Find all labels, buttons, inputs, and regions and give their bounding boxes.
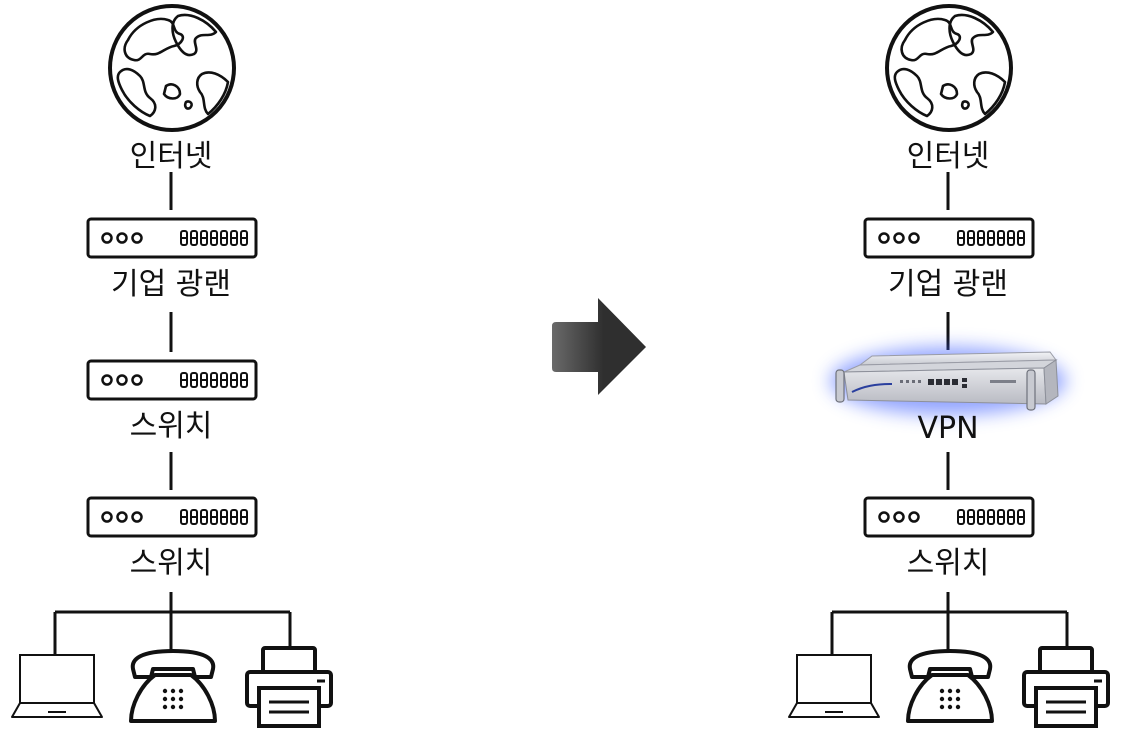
label-switch: 스위치 xyxy=(906,546,990,581)
router-icon xyxy=(86,217,258,259)
router-icon xyxy=(86,359,258,401)
router-icon xyxy=(863,496,1035,538)
label-internet: 인터넷 xyxy=(129,139,213,174)
vpn-appliance-icon xyxy=(830,347,1066,415)
printer-icon xyxy=(1022,646,1110,728)
label-vpn: VPN xyxy=(917,411,979,446)
router-icon xyxy=(86,496,258,538)
label-switch: 스위치 xyxy=(129,546,213,581)
label-enterprise-fiber: 기업 광랜 xyxy=(111,267,231,302)
globe-icon xyxy=(885,4,1013,132)
telephone-icon xyxy=(906,649,994,723)
globe-icon xyxy=(108,4,236,132)
left-column xyxy=(53,172,292,655)
link-switch-devices xyxy=(830,592,1069,655)
laptop-icon xyxy=(11,654,103,718)
laptop-icon xyxy=(788,654,880,718)
label-internet: 인터넷 xyxy=(906,139,990,174)
router-icon xyxy=(863,217,1035,259)
right-column xyxy=(830,172,1069,655)
telephone-icon xyxy=(129,649,217,723)
label-switch: 스위치 xyxy=(129,409,213,444)
label-enterprise-fiber: 기업 광랜 xyxy=(888,267,1008,302)
link-switch-devices xyxy=(53,592,292,655)
printer-icon xyxy=(245,646,333,728)
arrow-right-icon xyxy=(552,298,646,395)
